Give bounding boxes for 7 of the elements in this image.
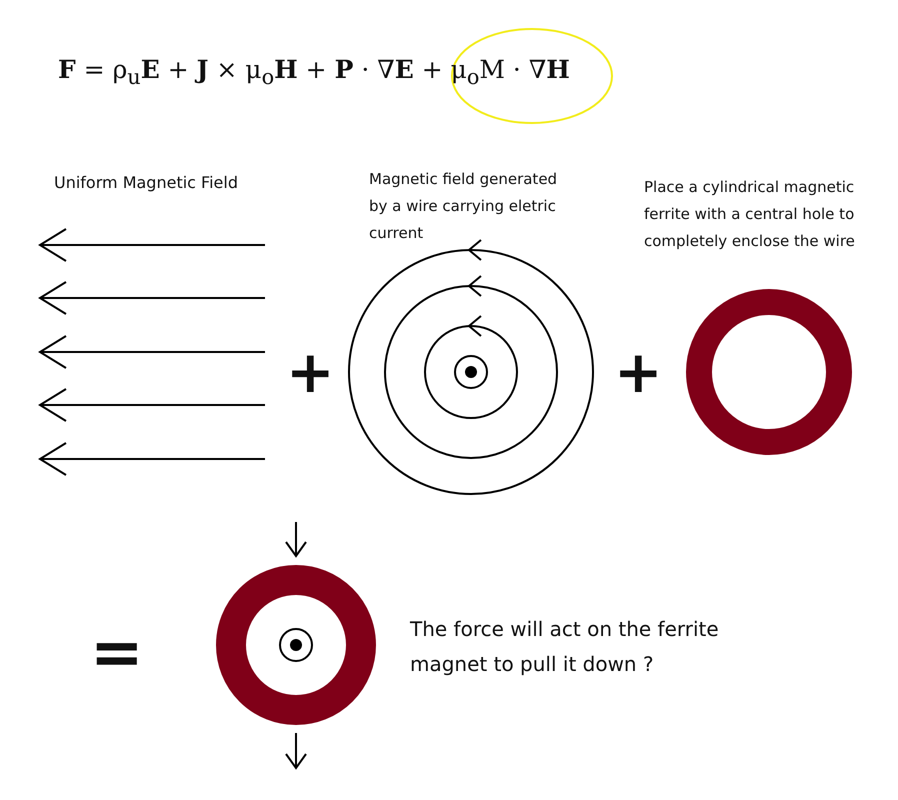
plus-sign: + bbox=[286, 340, 335, 404]
field-caption: Uniform Magnetic Field bbox=[54, 172, 239, 194]
question-text: The force will act on the ferrite magnet to pull it down ? bbox=[410, 616, 720, 678]
field-caption: Magnetic field generated by a wire carrying eletric current bbox=[369, 169, 558, 244]
ferrite-caption: Place a cylindrical magnetic ferrite with a central hole to completely enclose the wire bbox=[644, 177, 856, 252]
plus-sign: + bbox=[614, 340, 663, 404]
equals-sign: = bbox=[90, 618, 144, 688]
